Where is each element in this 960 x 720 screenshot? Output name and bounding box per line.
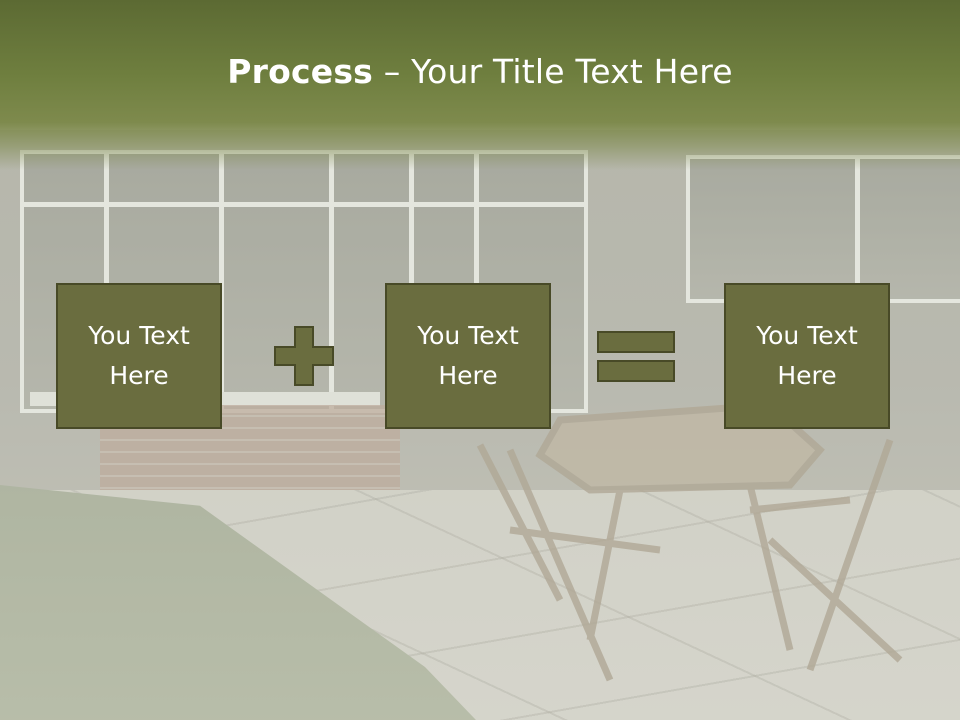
- equals-icon: [597, 331, 675, 382]
- slide-title: Process – Your Title Text Here: [0, 52, 960, 91]
- title-bold: Process: [227, 52, 374, 91]
- process-box-label: You Text Here: [88, 321, 190, 390]
- process-box-2: You Text Here: [385, 283, 551, 429]
- process-box-3: You Text Here: [724, 283, 890, 429]
- header-band: Process – Your Title Text Here: [0, 0, 960, 170]
- title-text: – Your Title Text Here: [373, 52, 733, 91]
- plus-icon: [274, 326, 334, 386]
- process-box-label: You Text Here: [756, 321, 858, 390]
- process-box-label: You Text Here: [417, 321, 519, 390]
- process-box-1: You Text Here: [56, 283, 222, 429]
